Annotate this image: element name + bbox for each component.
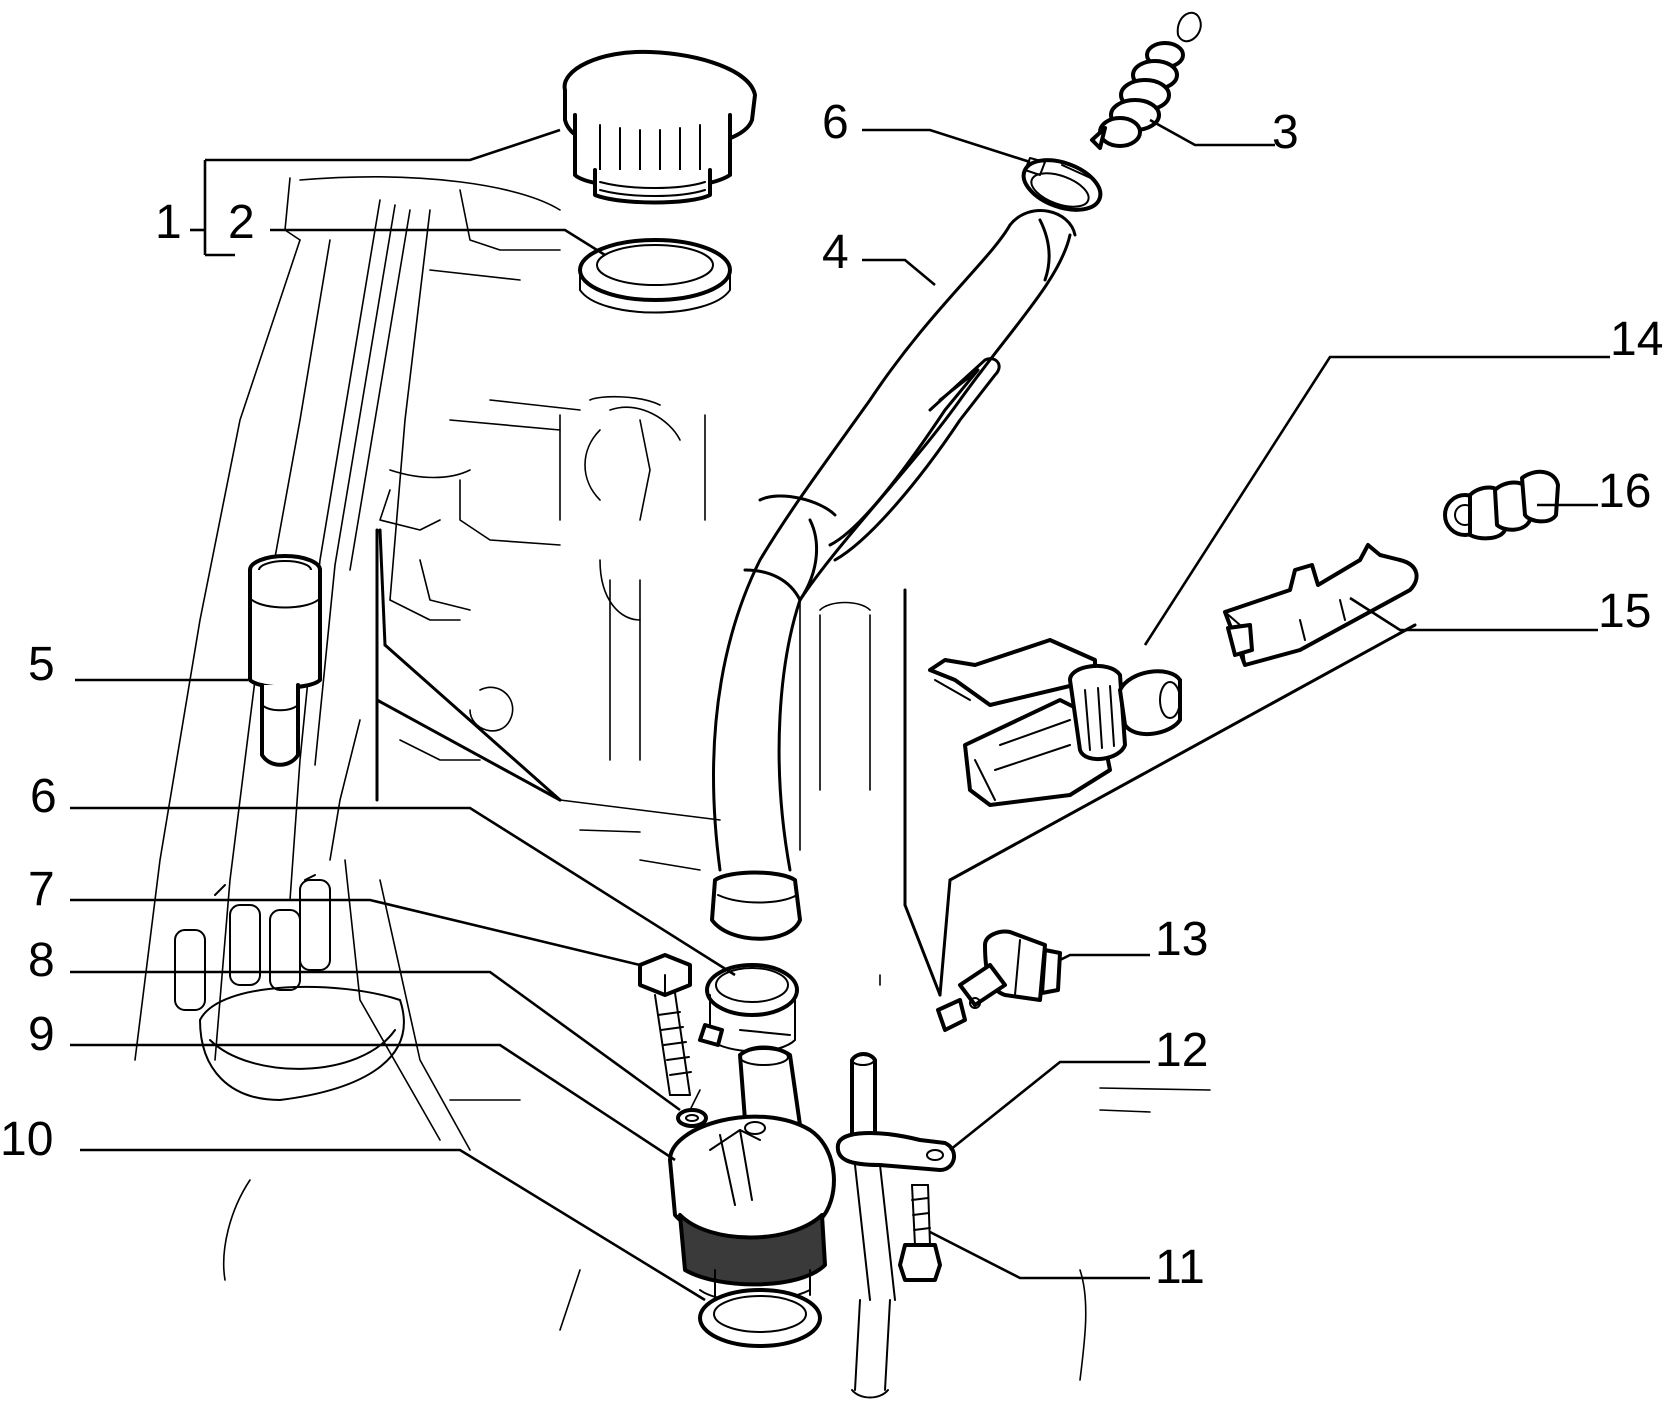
callout-2: 2 xyxy=(228,196,255,249)
part-11-screw xyxy=(898,1184,942,1282)
part-8-washer xyxy=(676,1108,708,1128)
part-10-seal-ring xyxy=(698,1288,822,1348)
distributor-cap-icon xyxy=(174,874,405,1101)
part-7-bolt xyxy=(638,953,692,1096)
part-14-connector-housing xyxy=(928,638,1182,807)
part-4-filler-hose xyxy=(710,209,1077,941)
callout-14: 14 xyxy=(1610,313,1663,366)
callout-4: 4 xyxy=(822,226,849,279)
part-6-hose-clamp-lower xyxy=(698,963,799,1053)
callout-8: 8 xyxy=(28,934,55,987)
callout-3: 3 xyxy=(1272,106,1299,159)
engine-background-outline xyxy=(134,176,1211,1381)
part-12-guide-tube xyxy=(835,1052,956,1399)
callout-9: 9 xyxy=(28,1008,55,1061)
callout-11: 11 xyxy=(1155,1241,1205,1294)
part-9-fuel-sender-unit xyxy=(668,1045,836,1303)
part-1-filler-cap xyxy=(562,49,757,205)
part-13-sensor xyxy=(936,929,1062,1032)
callout-6-lower: 6 xyxy=(30,770,57,823)
callout-6-top: 6 xyxy=(822,96,849,149)
callout-16: 16 xyxy=(1598,465,1651,518)
part-16-grommet-seal xyxy=(1443,469,1560,541)
callout-5: 5 xyxy=(28,638,55,691)
callout-10: 10 xyxy=(0,1113,53,1166)
arrow-indicator-left xyxy=(375,528,562,802)
leader-lines xyxy=(70,118,1610,1302)
part-2-gasket xyxy=(578,238,732,314)
part-3-bellows-plug xyxy=(1090,11,1202,150)
callout-labels: 1 2 3 4 5 6 6 7 8 9 10 11 12 13 14 15 16 xyxy=(0,96,1663,1294)
part-5-pipe-fitting xyxy=(248,554,322,767)
callout-7: 7 xyxy=(28,863,55,916)
callout-13: 13 xyxy=(1155,913,1208,966)
callout-15: 15 xyxy=(1598,585,1651,638)
callout-12: 12 xyxy=(1155,1024,1208,1077)
arrow-indicator-right xyxy=(903,588,1417,997)
part-6-hose-clamp-top xyxy=(1021,157,1103,212)
callout-1: 1 xyxy=(155,196,182,249)
part-15-terminal xyxy=(1223,543,1419,667)
